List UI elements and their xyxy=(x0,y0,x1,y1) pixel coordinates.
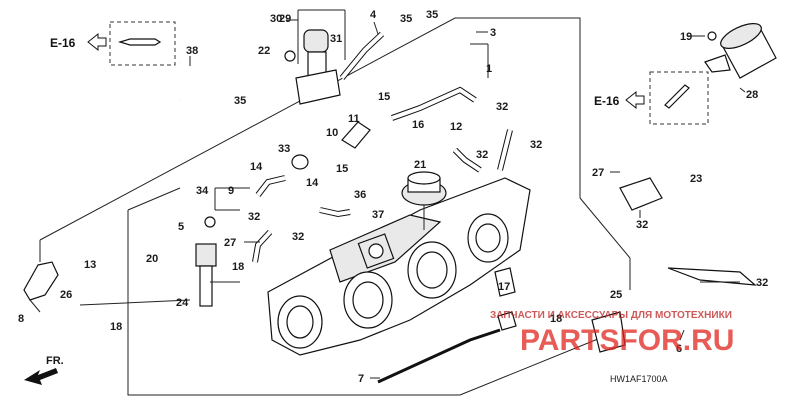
part-number-32[interactable]: 32 xyxy=(292,231,304,243)
front-arrow-icon xyxy=(24,368,58,385)
part-number-21[interactable]: 21 xyxy=(414,159,426,171)
hoses xyxy=(179,31,513,384)
frame-lines xyxy=(39,17,631,396)
part-number-17[interactable]: 17 xyxy=(498,281,510,293)
part-number-31[interactable]: 31 xyxy=(330,33,342,45)
part-number-29[interactable]: 29 xyxy=(279,13,291,25)
front-direction-label: FR. xyxy=(46,355,64,367)
part-number-6[interactable]: 6 xyxy=(676,343,682,355)
part-number-35[interactable]: 35 xyxy=(400,13,412,25)
part-number-19[interactable]: 19 xyxy=(680,31,692,43)
vacuum-actuator xyxy=(401,171,447,230)
part-number-32[interactable]: 32 xyxy=(530,139,542,151)
part-number-32[interactable]: 32 xyxy=(496,101,508,113)
part-number-14[interactable]: 14 xyxy=(306,177,319,189)
part-number-24[interactable]: 24 xyxy=(176,297,189,309)
intake-manifold xyxy=(267,177,531,356)
part-number-18[interactable]: 18 xyxy=(232,261,244,273)
part-number-36[interactable]: 36 xyxy=(354,189,366,201)
part-number-34[interactable]: 34 xyxy=(196,185,209,197)
part-number-23[interactable]: 23 xyxy=(690,173,702,185)
part-number-22[interactable]: 22 xyxy=(258,45,270,57)
part-number-33[interactable]: 33 xyxy=(278,143,290,155)
part-number-15[interactable]: 15 xyxy=(336,163,348,175)
part-number-1[interactable]: 1 xyxy=(486,63,492,75)
diagram-code: HW1AF1700A xyxy=(610,374,668,384)
part-number-16[interactable]: 16 xyxy=(412,119,424,131)
part-number-32[interactable]: 32 xyxy=(756,277,768,289)
part-number-18[interactable]: 18 xyxy=(110,321,122,333)
part-number-15[interactable]: 15 xyxy=(378,91,390,103)
ref-e16-left[interactable]: E-16 xyxy=(50,36,76,50)
part-number-30[interactable]: 30 xyxy=(270,13,282,25)
solenoid-valve xyxy=(704,23,777,79)
part-number-3[interactable]: 3 xyxy=(490,27,496,39)
part-number-5[interactable]: 5 xyxy=(178,221,184,233)
e16-box-right xyxy=(625,71,709,125)
part-number-10[interactable]: 10 xyxy=(326,127,338,139)
part-number-8[interactable]: 8 xyxy=(18,313,24,325)
part-number-35[interactable]: 35 xyxy=(234,95,246,107)
part-number-11[interactable]: 11 xyxy=(348,113,360,125)
part-number-25[interactable]: 25 xyxy=(610,289,622,301)
part-number-12[interactable]: 12 xyxy=(450,121,462,133)
control-valve xyxy=(284,29,341,105)
part-number-7[interactable]: 7 xyxy=(358,373,364,385)
watermark: ЗАПЧАСТИ И АКСЕССУАРЫ ДЛЯ МОТОТЕХНИКИ PA… xyxy=(490,310,734,357)
watermark-brand: PARTSFOR.RU xyxy=(520,324,734,357)
part-number-14[interactable]: 14 xyxy=(250,161,263,173)
part-number-27[interactable]: 27 xyxy=(592,167,604,179)
part-number-35[interactable]: 35 xyxy=(426,9,438,21)
part-number-18[interactable]: 18 xyxy=(550,313,562,325)
leader-lines xyxy=(29,9,746,379)
part-number-32[interactable]: 32 xyxy=(476,149,488,161)
part-number-4[interactable]: 4 xyxy=(370,9,377,21)
part-number-26[interactable]: 26 xyxy=(60,289,72,301)
part-number-28[interactable]: 28 xyxy=(746,89,758,101)
part-number-20[interactable]: 20 xyxy=(146,253,158,265)
part-number-37[interactable]: 37 xyxy=(372,209,384,221)
sensors xyxy=(23,121,757,353)
part-number-9[interactable]: 9 xyxy=(228,185,234,197)
part-number-32[interactable]: 32 xyxy=(248,211,260,223)
part-number-32[interactable]: 32 xyxy=(636,219,648,231)
part-number-38[interactable]: 38 xyxy=(186,45,198,57)
ref-e16-right[interactable]: E-16 xyxy=(594,94,620,108)
e16-box-left xyxy=(87,21,176,66)
watermark-tagline: ЗАПЧАСТИ И АКСЕССУАРЫ ДЛЯ МОТОТЕХНИКИ xyxy=(490,310,732,321)
part-number-13[interactable]: 13 xyxy=(84,259,96,271)
part-number-2[interactable]: 2 xyxy=(0,0,6,3)
part-number-27[interactable]: 27 xyxy=(224,237,236,249)
